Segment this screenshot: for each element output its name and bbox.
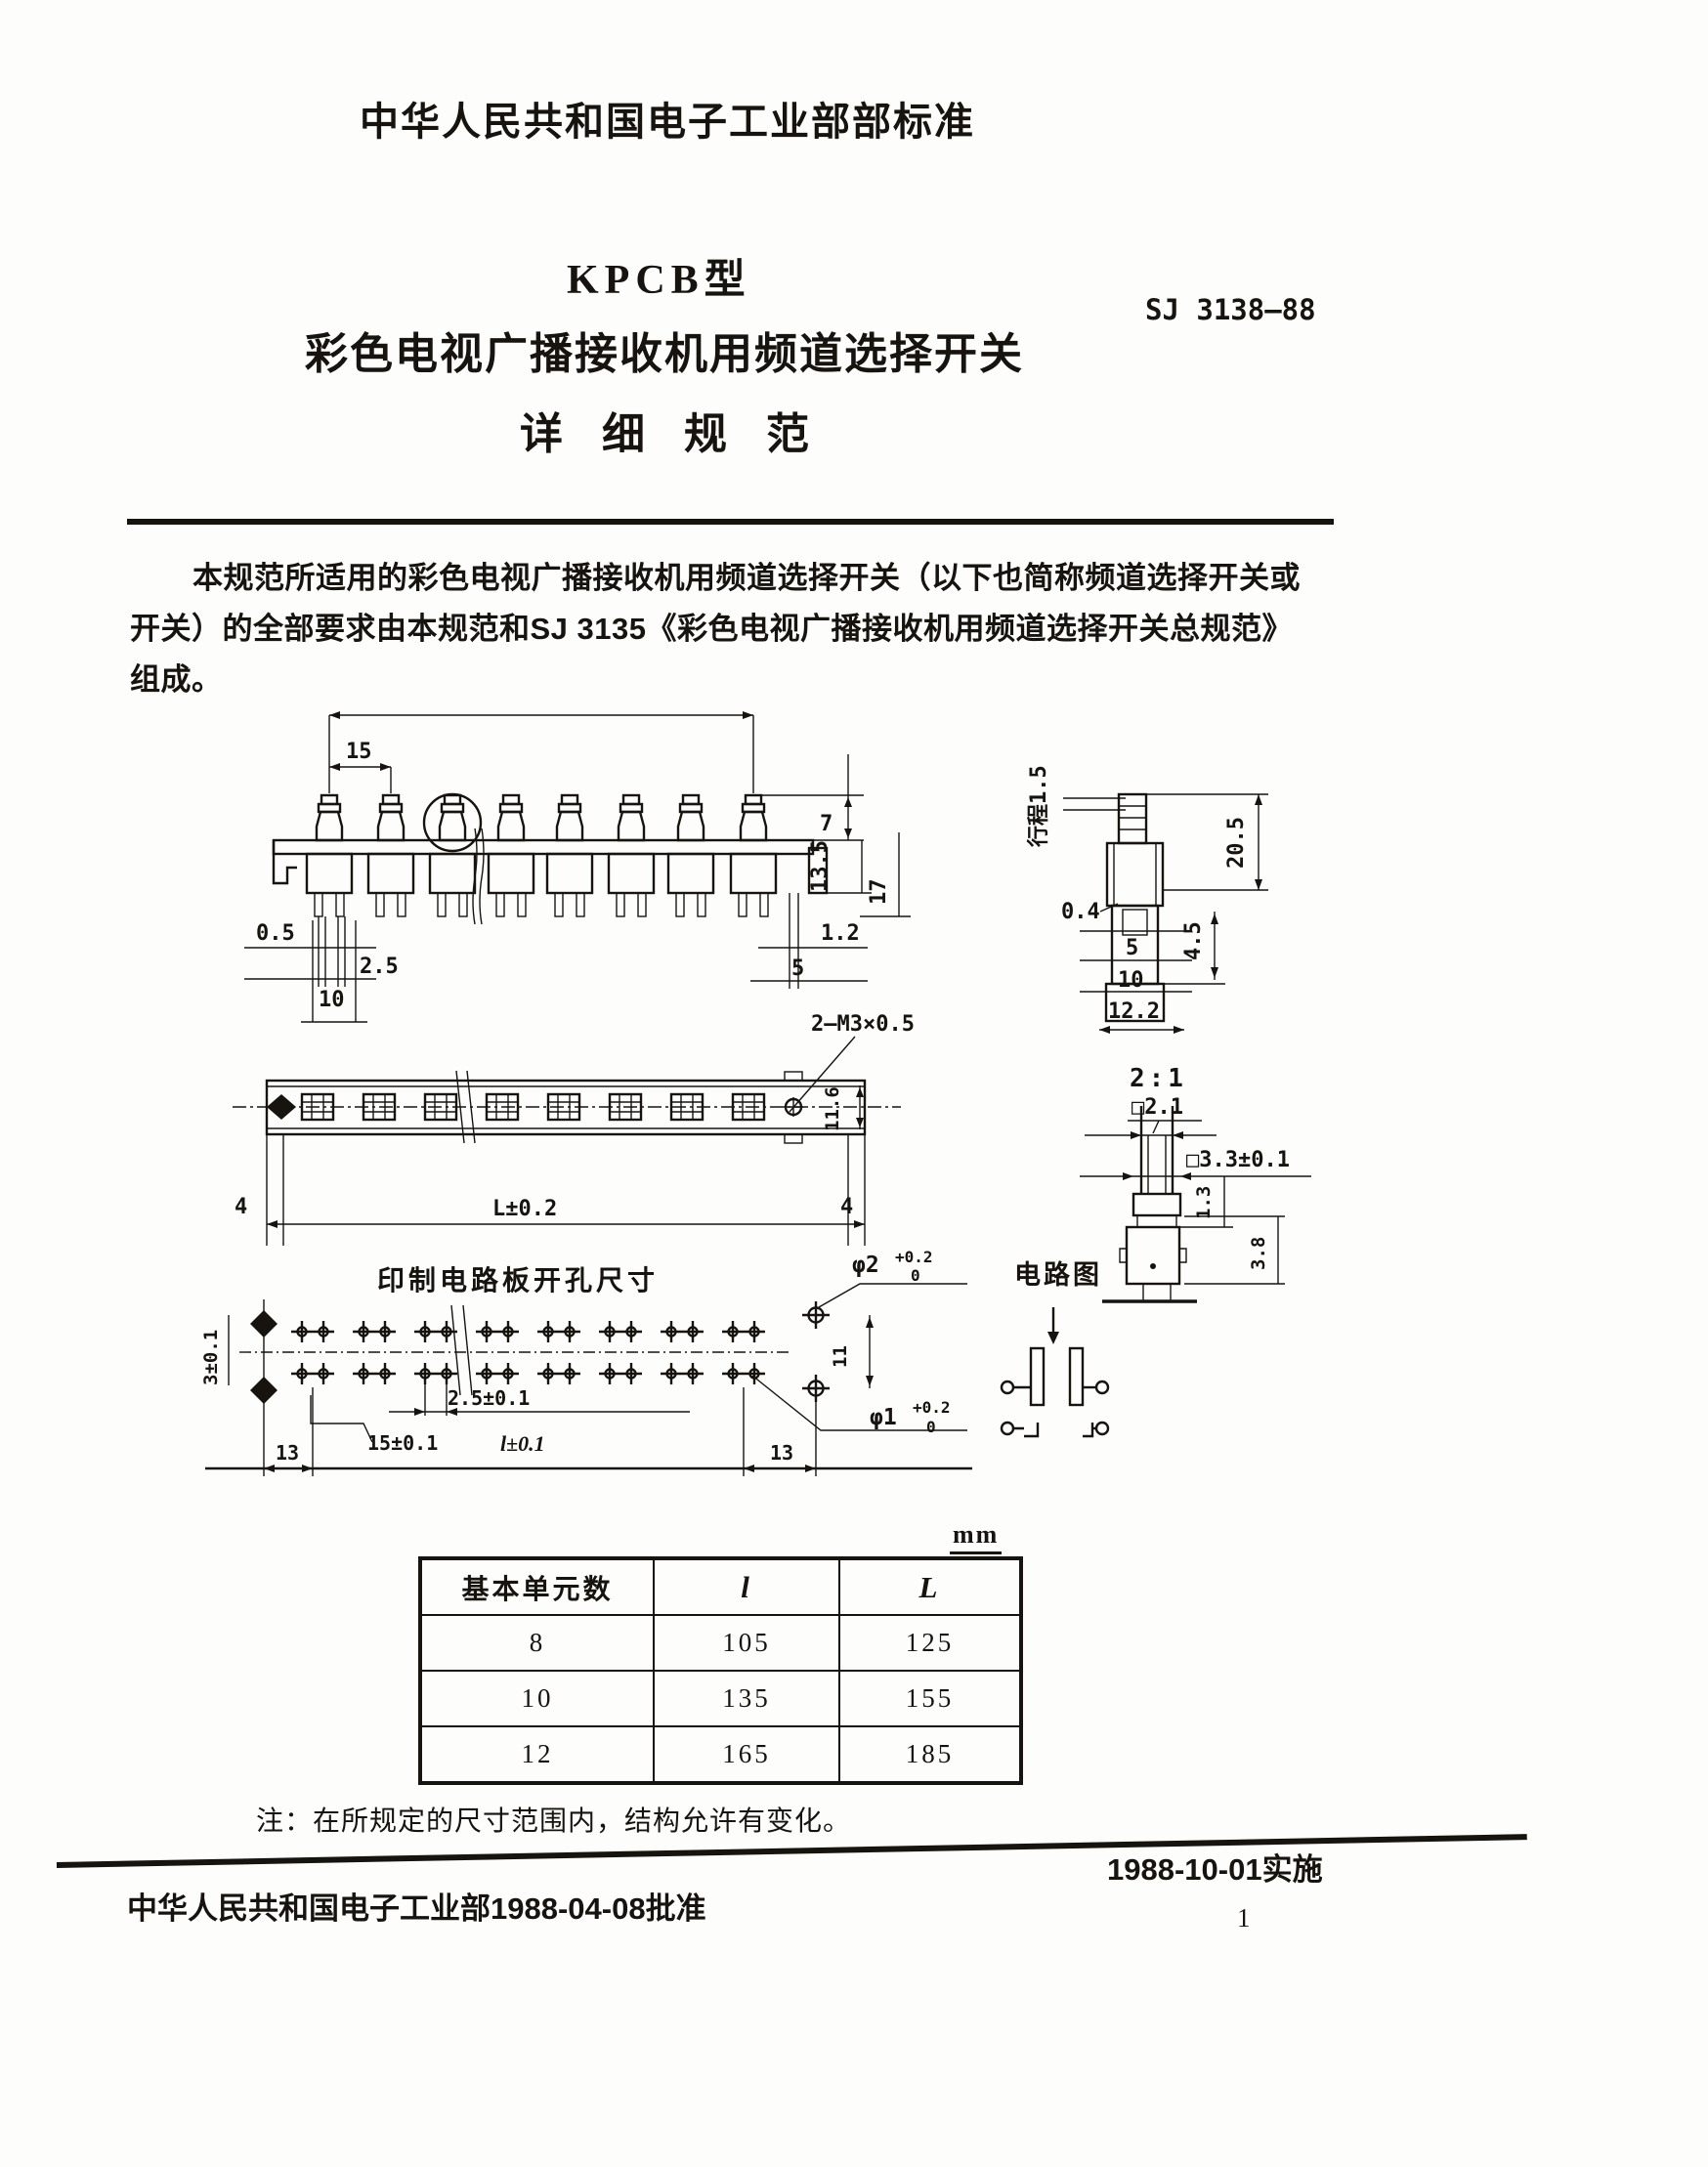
paragraph-line-1: 本规范所适用的彩色电视广播接收机用频道选择开关（以下也简称频道选择开关或 <box>192 561 1301 595</box>
table-note: 注：在所规定的尺寸范围内，结构允许有变化。 <box>256 1806 852 1836</box>
dimension-label: l±0.1 <box>500 1431 545 1456</box>
switch-body <box>272 838 815 856</box>
dimension-label: 0.5 <box>256 921 295 946</box>
dimension-label: □2.1 <box>1132 1095 1183 1120</box>
dimension-label: 1.2 <box>821 921 860 946</box>
dimension-label: 13 <box>276 1441 299 1465</box>
dimension-label: 10 <box>319 988 345 1012</box>
cell-l: 105 <box>653 1614 840 1672</box>
dimension-label: 2.5 <box>360 955 399 979</box>
dimension-label: 4.5 <box>1181 921 1206 960</box>
dimension-label: 10 <box>1118 968 1144 993</box>
footer-approval: 中华人民共和国电子工业部1988-04-08批准 <box>127 1891 706 1926</box>
cell-unit-count: 10 <box>419 1670 655 1727</box>
column-header-L: L <box>838 1557 1022 1616</box>
detail-and-circuit-drawing: 2:1 □2.1 □3.3±0.1 1.3 3.8 电路图 <box>1000 1064 1311 1438</box>
cell-unit-count: 12 <box>419 1725 655 1784</box>
page-number: 1 <box>1237 1903 1251 1933</box>
cell-L: 185 <box>838 1725 1022 1784</box>
dimension-label: 5 <box>791 956 804 981</box>
column-header-l: l <box>653 1557 840 1616</box>
tolerance-lower: 0 <box>911 1266 920 1285</box>
dimension-table: 基本单元数 l L 8 105 125 10 135 155 12 165 18… <box>418 1556 1023 1785</box>
table-row: 8 105 125 <box>419 1614 1022 1672</box>
circuit-diagram-label: 电路图 <box>1014 1259 1102 1290</box>
scale-label: 2:1 <box>1130 1064 1187 1093</box>
unit-label: mm <box>950 1520 1003 1554</box>
cell-l: 165 <box>653 1725 840 1784</box>
column-header-unit-count: 基本单元数 <box>419 1557 655 1616</box>
dimension-label: 4 <box>840 1195 853 1219</box>
dimension-label: 13 <box>770 1441 793 1465</box>
stroke-label: 行程1.5 <box>1026 765 1051 848</box>
dimension-label: 20.5 <box>1224 817 1249 869</box>
footer-implementation: 1988-10-01实施 <box>1107 1852 1323 1887</box>
top-view-drawing: 2—M3×0.5 L±0.2 4 4 11.6 <box>233 1012 915 1246</box>
dimension-label: 15 <box>346 740 372 764</box>
dimension-label: 12.2 <box>1108 999 1160 1024</box>
tolerance-lower: 0 <box>926 1418 936 1436</box>
side-view-drawing: 行程1.5 5 10 0.4 12.2 4.5 20.5 <box>1026 765 1268 1034</box>
detail-callout-circle <box>422 792 483 853</box>
dimension-label: 4 <box>235 1195 247 1219</box>
dimension-label: 11 <box>830 1345 851 1368</box>
dimension-label: 1.3 <box>1193 1186 1215 1219</box>
dimension-label: 3±0.1 <box>200 1330 222 1385</box>
dimension-label: 13.5 <box>808 840 833 892</box>
title-divider-rule <box>127 519 1334 525</box>
dimension-label: 17 <box>867 879 891 906</box>
paragraph-line-3: 组成。 <box>130 662 223 697</box>
cell-unit-count: 8 <box>419 1614 655 1672</box>
dimension-label: 11.6 <box>822 1086 843 1131</box>
table-row: 12 165 185 <box>419 1725 1022 1784</box>
dimension-label: □3.3±0.1 <box>1186 1148 1290 1172</box>
dimension-label: φ2 <box>852 1253 879 1278</box>
thread-spec-label: 2—M3×0.5 <box>811 1012 915 1037</box>
cell-l: 135 <box>653 1670 840 1727</box>
ministry-standard-header: 中华人民共和国电子工业部部标准 <box>360 101 975 144</box>
standard-number: SJ 3138—88 <box>1145 293 1316 326</box>
pcb-hole-layout-drawing: 印制电路板开孔尺寸 3±0.1 11 φ2 +0.2 0 φ1 +0.2 0 2… <box>200 1249 972 1476</box>
title-model: KPCB型 <box>567 258 751 303</box>
title-sub: 详细规范 <box>520 410 848 458</box>
dimension-label: φ1 <box>870 1405 897 1430</box>
dimension-label: 15±0.1 <box>367 1431 438 1455</box>
tolerance-upper: +0.2 <box>913 1398 951 1417</box>
table-row: 10 135 155 <box>419 1670 1022 1727</box>
title-main: 彩色电视广播接收机用频道选择开关 <box>305 330 1024 378</box>
dimension-label: L±0.2 <box>492 1197 557 1221</box>
cell-L: 155 <box>838 1670 1022 1727</box>
table-header-row: 基本单元数 l L <box>419 1557 1022 1616</box>
dimension-label: 2.5±0.1 <box>448 1386 530 1410</box>
dimension-label: 0.4 <box>1061 900 1100 924</box>
dimension-label: 3.8 <box>1248 1237 1269 1270</box>
dimension-label: 7 <box>820 812 833 836</box>
pcb-title: 印制电路板开孔尺寸 <box>377 1265 659 1296</box>
dimension-label: 5 <box>1126 936 1138 960</box>
cell-L: 125 <box>838 1614 1022 1672</box>
paragraph-line-2: 开关）的全部要求由本规范和SJ 3135《彩色电视广播接收机用频道选择开关总规范… <box>130 612 1293 646</box>
front-view-drawing: 15 0.5 2.5 10 7 13.5 17 1.2 5 <box>244 711 911 1023</box>
tolerance-upper: +0.2 <box>895 1249 933 1266</box>
